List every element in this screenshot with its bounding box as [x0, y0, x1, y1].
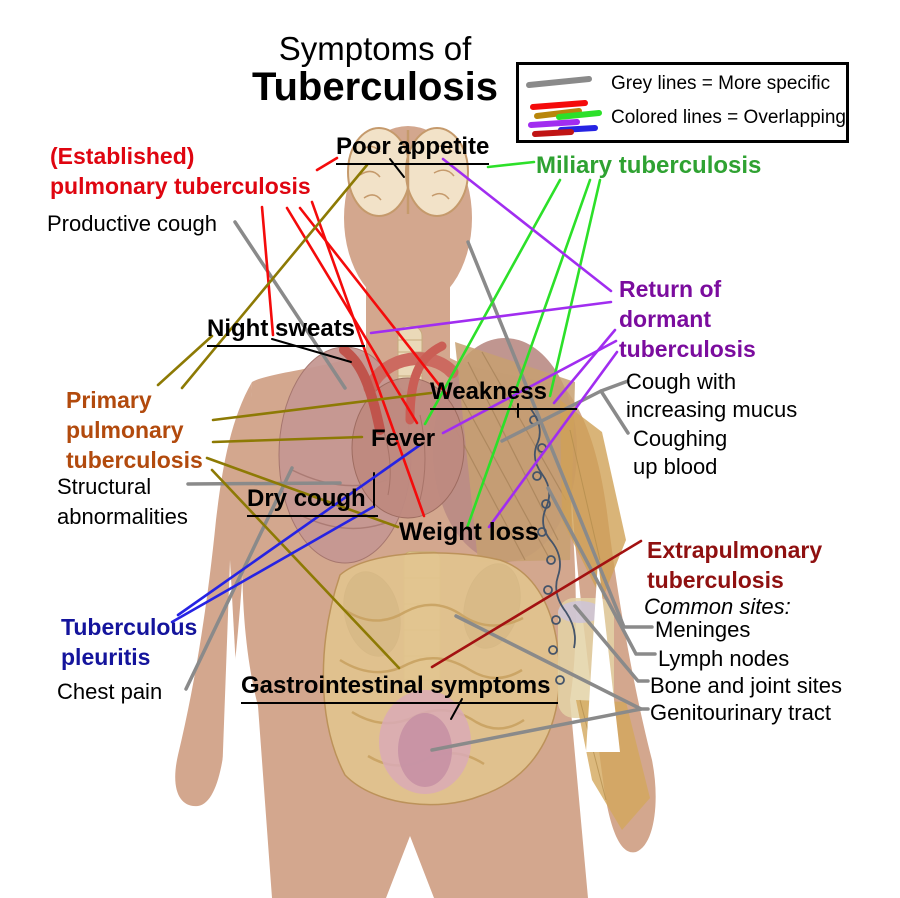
- label-fever: Fever: [371, 425, 436, 452]
- label-cough-with-increasing-mucus: Cough with increasing mucus: [626, 369, 798, 422]
- grey-line-head-to-meninges: [466, 240, 654, 629]
- label-night-sweats: Night sweats: [207, 314, 366, 347]
- black-line-poor-appetite-to-brain: [389, 158, 405, 178]
- page-title-line1: Symptoms of: [278, 30, 472, 67]
- label-tuberculous-pleuritis: Tuberculous pleuritis: [61, 614, 198, 670]
- label-poor-appetite: Poor appetite: [336, 132, 490, 165]
- label-gastrointestinal-symptoms: Gastrointestinal symptoms: [241, 671, 559, 704]
- label-weakness: Weakness: [430, 377, 577, 410]
- lungs: [278, 338, 577, 564]
- legend-grey-label: Grey lines = More specific: [611, 73, 831, 94]
- grey-line-elbow-joint-to-bone-and-joint-sites: [573, 604, 650, 683]
- grey-line-swatch-icon: [526, 76, 592, 88]
- label-common-sites: Common sites:: [644, 594, 791, 619]
- legend-swatches: [526, 76, 602, 137]
- olive-line-primary-tb-to-fever: [211, 435, 364, 444]
- olive-line-primary-tb-to-gastrointestinal: [210, 468, 401, 670]
- grey-line-pelvis-to-genitourinary-tract: [430, 707, 643, 752]
- label-extrapulmonary-tuberculosis: Extrapulmonary tuberculosis: [647, 537, 823, 593]
- grey-line-cough-mucus-bracket-to-coughing-blood: [599, 379, 630, 435]
- grey-line-chest-pain-to-pleura: [184, 466, 294, 691]
- olive-line-primary-tb-to-night-sweats: [156, 334, 214, 387]
- purple-line-dormant-tb-to-weakness: [552, 328, 617, 405]
- connection-lines: [156, 156, 657, 752]
- purple-line-dormant-tb-to-weight-loss: [487, 350, 619, 529]
- label-meninges: Meninges: [655, 617, 751, 642]
- green-line-miliary-tb-to-weight-loss: [465, 178, 592, 530]
- green-line-miliary-tb-to-fever: [423, 178, 562, 426]
- grey-line-cough-bracket-to-lung: [500, 389, 603, 443]
- label-chest-pain: Chest pain: [57, 679, 163, 704]
- purple-line-dormant-tb-to-poor-appetite: [441, 157, 613, 293]
- grey-line-structural-abnormalities-to-chest: [186, 481, 342, 486]
- grey-line-productive-cough-to-lung: [233, 220, 347, 390]
- label-bone-and-joint-sites: Bone and joint sites: [650, 673, 843, 698]
- colored-lines-swatch-icon: [528, 100, 602, 137]
- label-return-of-dormant-tuberculosis: Return of dormant tuberculosis: [619, 276, 756, 362]
- brain: [347, 127, 469, 217]
- label-lymph-nodes: Lymph nodes: [658, 646, 790, 671]
- olive-line-primary-tb-to-poor-appetite: [180, 163, 369, 390]
- label-miliary-tuberculosis: Miliary tuberculosis: [536, 152, 762, 179]
- blue-line-pleuritis-to-dry-cough: [170, 505, 375, 624]
- legend-colored-label: Colored lines = Overlapping: [611, 107, 846, 128]
- label-coughing-up-blood: Coughing up blood: [633, 426, 728, 479]
- red-line-established-tb-to-night-sweats: [260, 205, 275, 337]
- label-established-pulmonary-tuberculosis: (Established) pulmonary tuberculosis: [50, 143, 311, 199]
- label-dry-cough: Dry cough: [247, 484, 378, 517]
- grey-line-armpit-to-lymph-nodes: [546, 486, 657, 656]
- lymph-chain: [529, 407, 576, 685]
- purple-line-dormant-tb-to-fever: [441, 339, 618, 435]
- darkred-line-extrapulmonary-tb-to-gastrointestinal: [430, 539, 643, 669]
- green-line-miliary-tb-to-poor-appetite: [486, 160, 536, 169]
- label-structural-abnormalities: Structural abnormalities: [57, 474, 188, 529]
- red-line-established-tb-to-poor-appetite: [315, 156, 339, 172]
- blue-line-pleuritis-to-fever: [176, 443, 422, 617]
- black-line-night-sweats-to-skin: [271, 338, 352, 363]
- label-productive-cough: Productive cough: [47, 211, 217, 236]
- page-title-line2: Tuberculosis: [252, 65, 498, 109]
- legend-box: Grey lines = More specific Colored lines…: [516, 62, 849, 143]
- body-gaps: [222, 560, 620, 898]
- green-line-miliary-tb-to-weakness: [548, 178, 602, 398]
- label-weight-loss: Weight loss: [399, 518, 539, 546]
- pelvic-organs: [379, 690, 471, 794]
- olive-line-primary-tb-to-weakness: [211, 391, 433, 422]
- purple-line-dormant-tb-to-night-sweats: [369, 300, 613, 335]
- label-primary-pulmonary-tuberculosis: Primary pulmonary tuberculosis: [66, 387, 203, 473]
- red-line-established-tb-to-weight-loss: [310, 200, 426, 518]
- label-genitourinary-tract: Genitourinary tract: [650, 700, 831, 725]
